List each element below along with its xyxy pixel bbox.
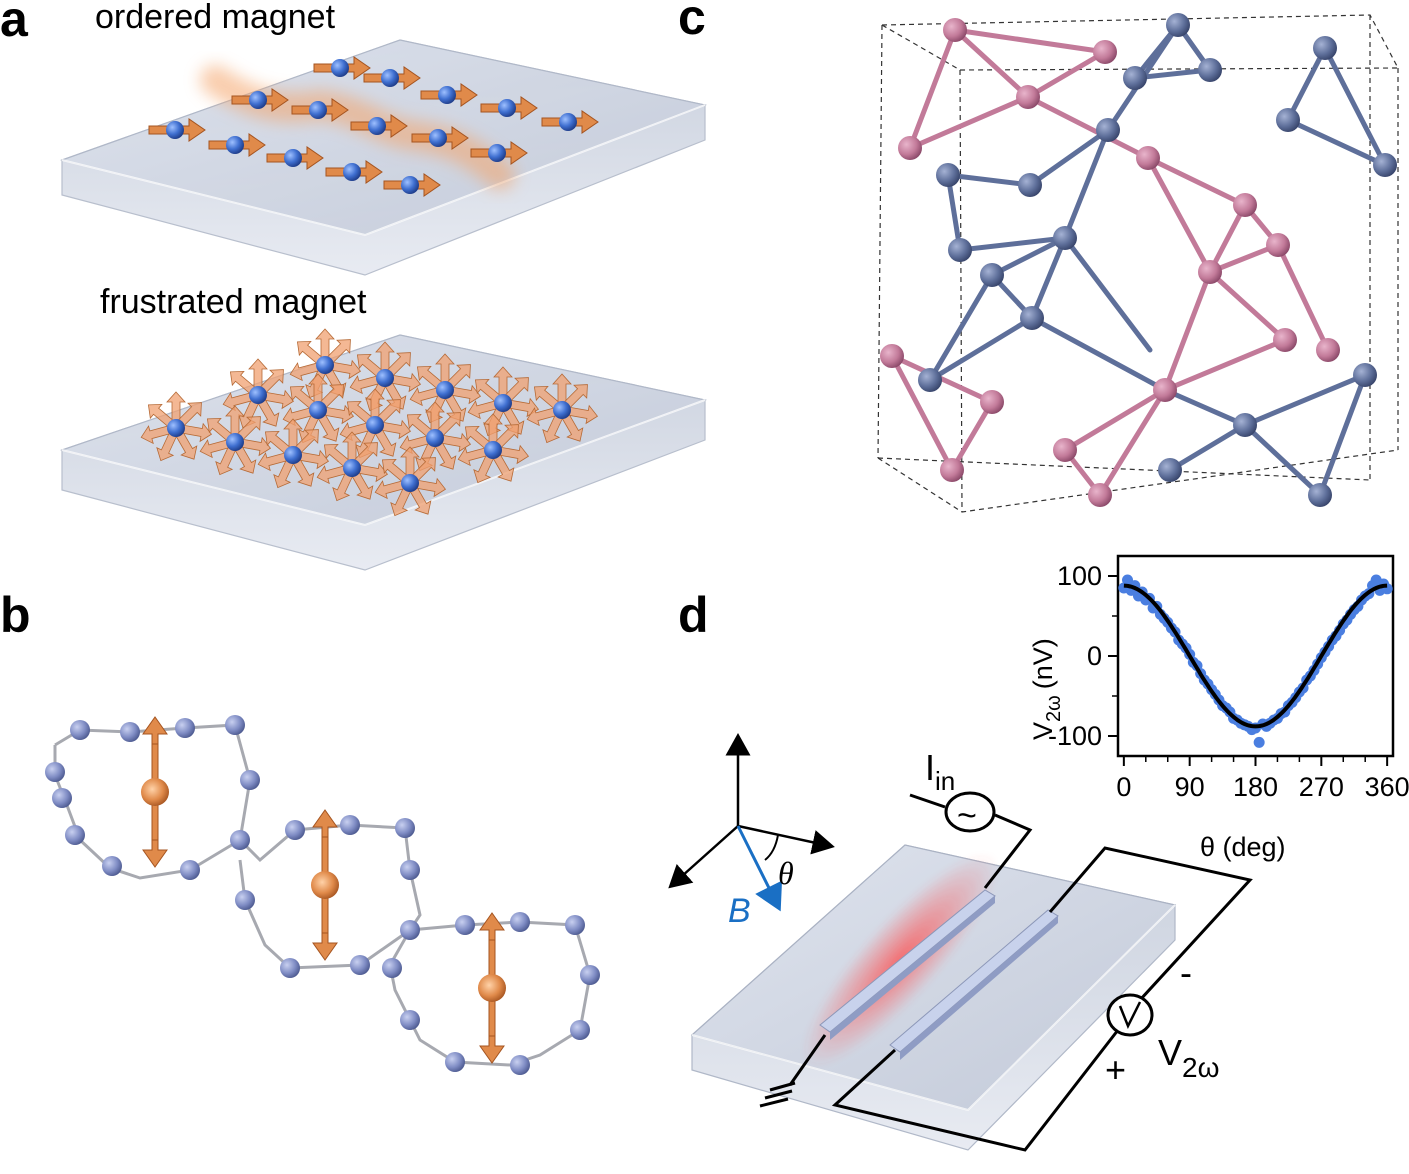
ac-source: ~ [944,791,996,835]
fit-curve [1123,583,1388,729]
y-tick-label: 0 [1087,641,1102,671]
voltage-plus: + [1105,1049,1126,1090]
angle-label: θ [778,855,794,891]
x-axis-label: θ (deg) [1200,832,1286,862]
panel-b: b [0,587,600,1075]
detector-strip [889,909,1059,1060]
heater-strip [819,889,996,1040]
x-tick-label: 0 [1116,772,1131,802]
voltage-minus: - [1180,952,1192,993]
panel-d: d B θ [668,554,1409,1152]
field-label: B [728,892,751,930]
y-tick-label: -100 [1048,721,1102,751]
x-tick-label: 90 [1175,772,1205,802]
panel-b-letter: b [0,587,31,643]
x-tick-label: 270 [1299,772,1344,802]
panel-c-letter: c [678,0,706,45]
ordered-spins [148,56,599,197]
blue-network-bonds [927,22,1391,500]
frustrated-spins [138,328,600,520]
y-ticks: -100 0 100 [1048,561,1118,751]
data-points [1118,574,1393,748]
pink-atoms [880,18,1340,507]
kagome-atoms [45,715,600,1075]
current-circuit [759,793,1033,1108]
field-vector [736,825,783,912]
panel-a-letter: a [0,0,29,47]
pink-network-bonds [889,27,1331,500]
data-point [1253,736,1265,748]
panel-c: c [678,0,1399,513]
current-label: Iin [925,747,955,796]
ac-source-symbol: ~ [957,797,977,835]
dipole-arrows [141,716,506,1064]
panel-d-letter: d [678,587,709,643]
voltmeter [1106,993,1154,1037]
voltage-label: V2ω [1158,1032,1219,1083]
x-tick-label: 360 [1365,772,1409,802]
panel-a: a ordered magnet frustrated [0,0,708,571]
frustrated-magnet-label: frustrated magnet [100,283,367,321]
ordered-magnet-label: ordered magnet [95,0,336,36]
x-ticks: 0 90 180 270 360 [1116,756,1409,802]
y-tick-label: 100 [1057,561,1102,591]
inset-chart: 0 90 180 270 360 -100 0 100 θ (deg) V2ω(nV) [1028,554,1409,862]
x-tick-label: 180 [1233,772,1278,802]
blue-atoms [918,13,1397,507]
coordinate-axes [668,733,835,889]
y-axis-label: V2ω(nV) [1028,638,1065,740]
voltage-circuit [831,846,1253,1152]
